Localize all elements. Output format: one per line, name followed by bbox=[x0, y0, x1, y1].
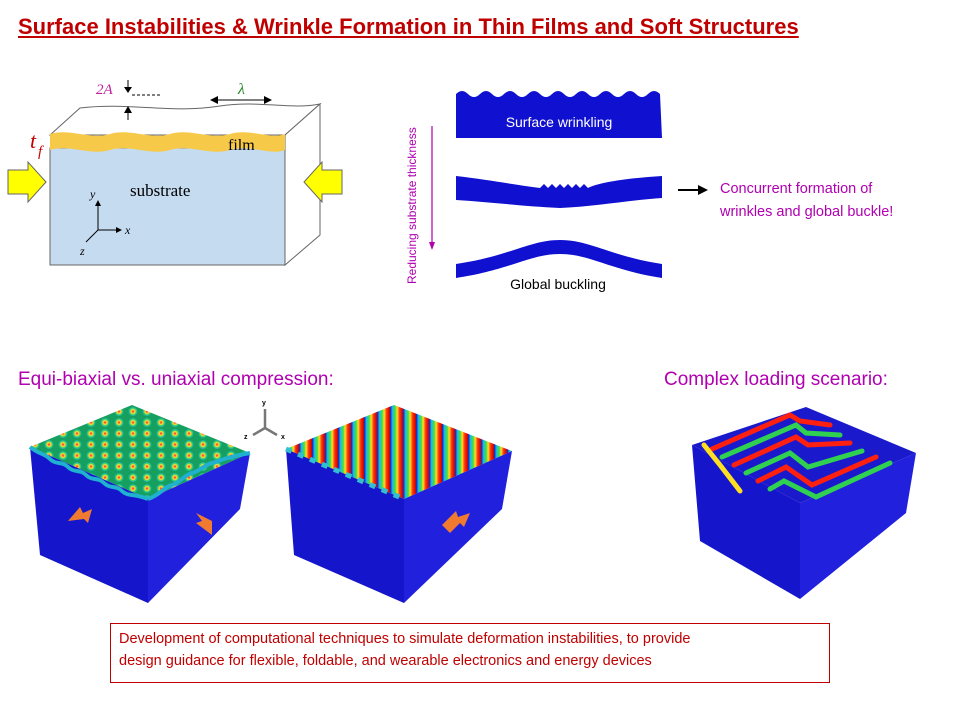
equibiaxial-top-face bbox=[30, 405, 250, 499]
surface-wrinkling-label: Surface wrinkling bbox=[506, 114, 613, 130]
footer-line-2: design guidance for flexible, foldable, … bbox=[119, 653, 652, 669]
complex-stripe-4 bbox=[743, 448, 865, 476]
y-axis-head bbox=[95, 200, 101, 206]
complex-stripe-1 bbox=[709, 412, 833, 452]
uniaxial-edge-front bbox=[285, 446, 405, 502]
load-arrow-1 bbox=[68, 507, 92, 523]
substrate-label: substrate bbox=[130, 181, 190, 200]
surface-wrinkling-slab bbox=[456, 91, 662, 138]
global-buckling-label: Global buckling bbox=[510, 276, 606, 292]
thickness-progression-panel: Reducing substrate thickness Surface wri… bbox=[405, 91, 893, 292]
wavelength-arrowhead-left bbox=[210, 96, 218, 104]
film-substrate-schematic: 2A λ t f film substrate y x z bbox=[7, 80, 343, 267]
axis-y-label: y bbox=[89, 187, 96, 201]
x-axis-head bbox=[116, 227, 122, 233]
concurrent-arrowhead bbox=[698, 185, 708, 195]
complex-stripe-7 bbox=[701, 442, 743, 494]
amplitude-label: 2A bbox=[96, 82, 114, 98]
section-left-heading: Equi-biaxial vs. uniaxial compression: bbox=[18, 369, 334, 390]
complex-stripe-3 bbox=[731, 434, 853, 468]
substrate-block bbox=[49, 147, 286, 266]
complex-front-face bbox=[692, 445, 800, 599]
footer-summary-box: Development of computational techniques … bbox=[110, 623, 830, 683]
complex-stripe-5 bbox=[755, 454, 879, 488]
equibiaxial-cube bbox=[28, 405, 251, 603]
uniaxial-top-face bbox=[286, 405, 512, 499]
uniaxial-right-face bbox=[404, 451, 512, 603]
amplitude-arrowhead-bottom bbox=[124, 106, 132, 113]
compression-arrow-right bbox=[303, 160, 343, 204]
film-layer bbox=[50, 132, 285, 152]
complex-loading-cube bbox=[692, 407, 916, 599]
uniaxial-cube bbox=[285, 405, 512, 603]
load-arrow-2 bbox=[196, 513, 212, 535]
thickness-label: t bbox=[30, 128, 37, 153]
reducing-thickness-label: Reducing substrate thickness bbox=[405, 127, 419, 284]
concurrent-slab bbox=[456, 176, 662, 208]
compression-arrow-left bbox=[7, 160, 47, 204]
amplitude-arrowhead-top bbox=[124, 87, 132, 93]
equibiaxial-edge-right bbox=[147, 451, 251, 501]
simulation-panel: y z x bbox=[28, 400, 916, 603]
complex-stripe-2 bbox=[719, 422, 843, 460]
concurrent-line-2: wrinkles and global buckle! bbox=[719, 204, 893, 220]
equibiaxial-right-face bbox=[148, 453, 250, 603]
z-axis bbox=[85, 229, 99, 243]
complex-right-face bbox=[800, 453, 916, 599]
equibiaxial-front-face bbox=[30, 447, 148, 603]
section-right-heading: Complex loading scenario: bbox=[664, 369, 888, 390]
axis-x-label: x bbox=[124, 223, 131, 237]
film-label: film bbox=[228, 137, 255, 154]
footer-line-1: Development of computational techniques … bbox=[119, 631, 691, 647]
box-top-face bbox=[48, 103, 322, 136]
wavelength-label: λ bbox=[237, 81, 245, 98]
wavelength-arrowhead-right bbox=[264, 96, 272, 104]
global-buckling-slab bbox=[456, 240, 662, 278]
triad-y-label: y bbox=[262, 400, 266, 407]
load-arrow-3 bbox=[442, 511, 470, 533]
equibiaxial-edge-front bbox=[28, 445, 149, 501]
triad-z-axis bbox=[252, 426, 266, 437]
concurrent-line-1: Concurrent formation of bbox=[720, 181, 873, 197]
axis-triad: y z x bbox=[244, 400, 285, 441]
triad-x-axis bbox=[264, 426, 278, 437]
triad-x-label: x bbox=[281, 434, 285, 441]
complex-stripe-6 bbox=[767, 460, 893, 500]
thickness-subscript: f bbox=[38, 144, 44, 160]
complex-pattern bbox=[701, 412, 893, 500]
triad-z-label: z bbox=[244, 434, 248, 441]
axis-z-label: z bbox=[79, 244, 85, 258]
page-title: Surface Instabilities & Wrinkle Formatio… bbox=[18, 14, 799, 39]
reducing-thickness-arrowhead bbox=[429, 242, 435, 250]
